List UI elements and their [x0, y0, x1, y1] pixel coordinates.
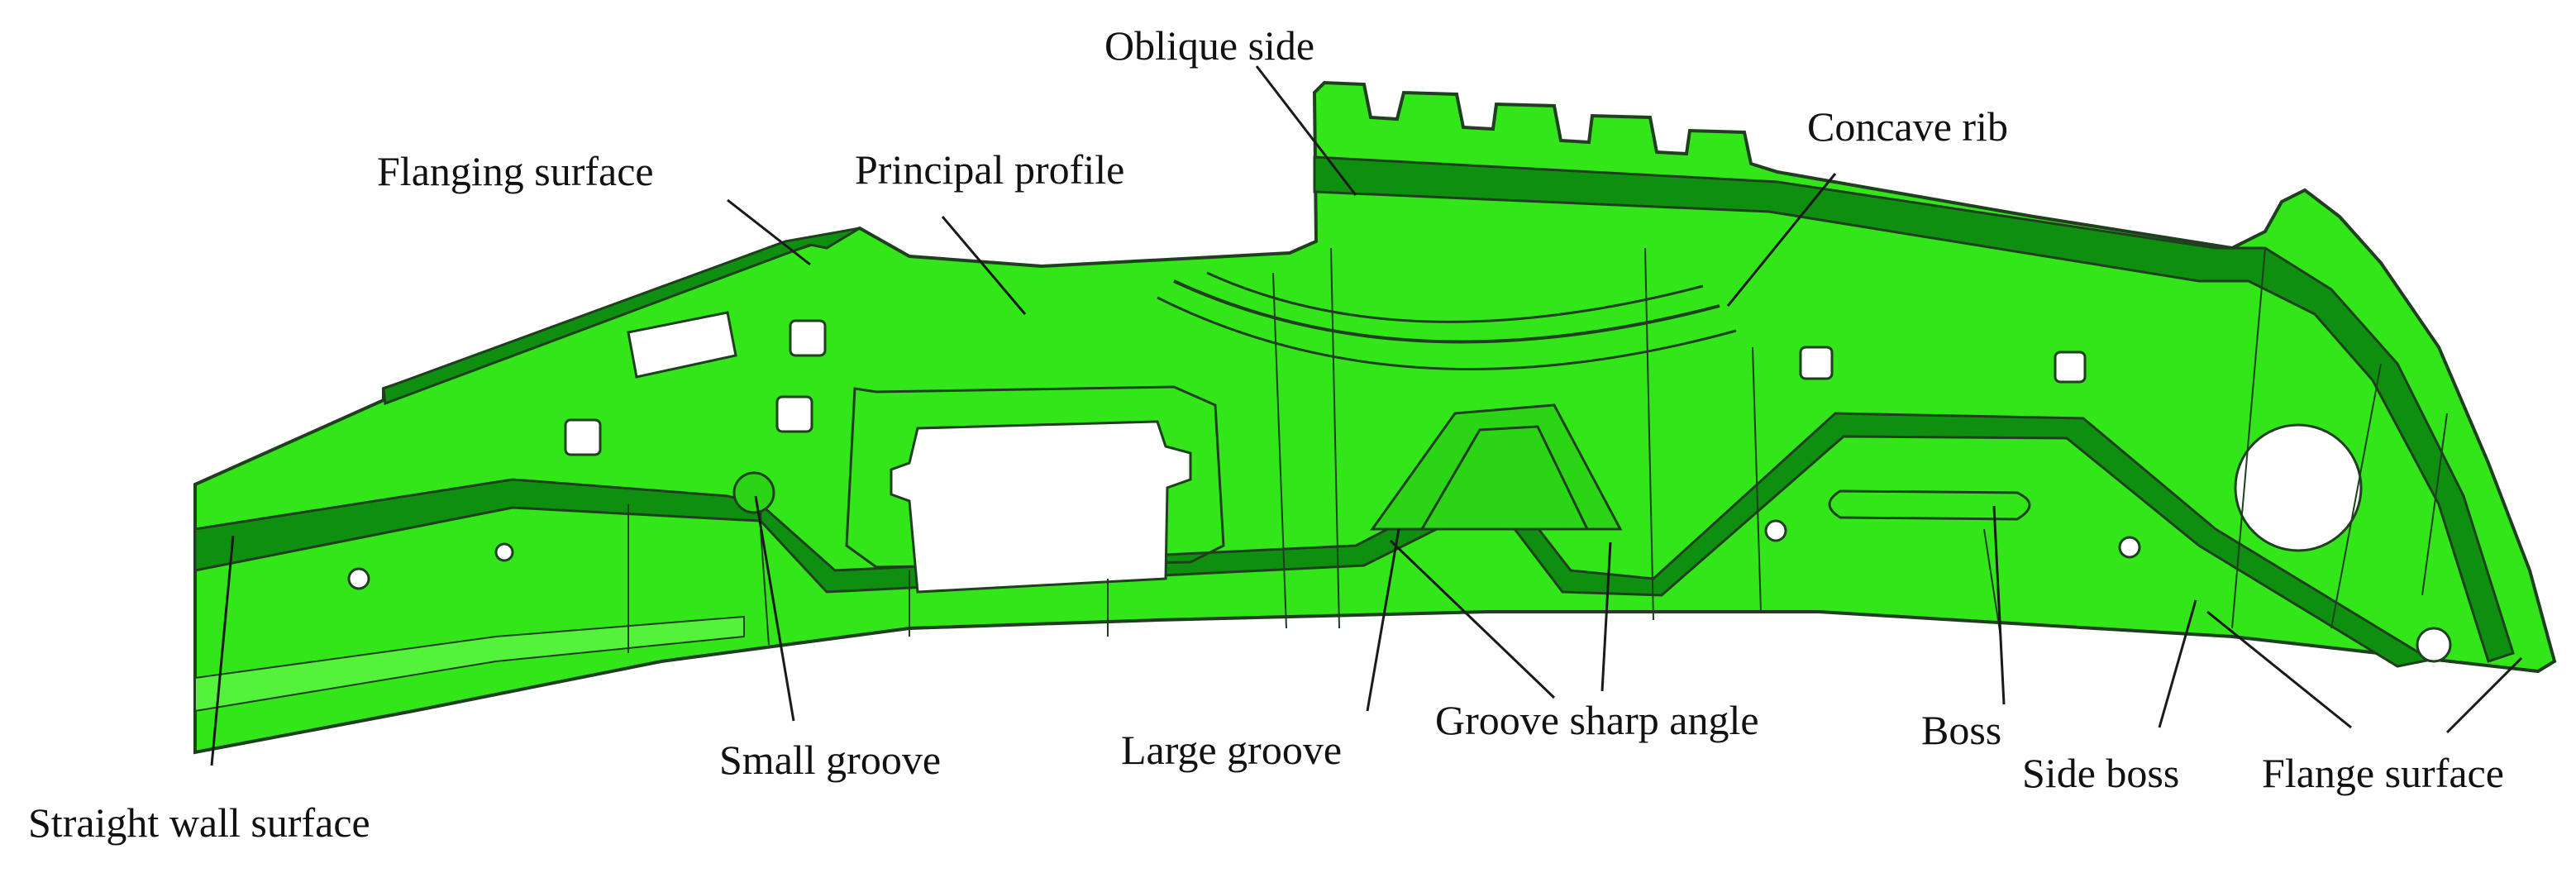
leader-groove-sharp-angle-2: [1600, 541, 1612, 692]
round-hole-2: [494, 542, 514, 562]
square-hole-2: [775, 395, 813, 433]
leader-boss: [1992, 505, 2006, 705]
label-straight-wall-surface: Straight wall surface: [28, 799, 370, 846]
large-round-hole: [2234, 423, 2363, 552]
large-groove-inner: [1420, 425, 1589, 530]
label-boss: Boss: [1921, 707, 2002, 753]
leader-oblique-side: [1255, 65, 1357, 196]
flanging-window: [627, 311, 737, 379]
leader-principal-profile: [941, 216, 1027, 315]
label-principal-profile: Principal profile: [855, 146, 1125, 193]
square-hole-5: [2054, 351, 2087, 384]
square-hole-4: [1799, 346, 1834, 380]
leader-side-boss: [2158, 599, 2197, 728]
leader-lines: [210, 65, 2523, 766]
leader-small-groove: [754, 495, 795, 722]
label-large-groove: Large groove: [1121, 727, 1343, 773]
concave-rib-arc: [1173, 279, 1720, 344]
round-hole-4: [2118, 536, 2141, 559]
boss-shape: [1828, 489, 2031, 521]
round-hole-1: [347, 567, 370, 590]
leader-straight-wall: [210, 535, 235, 766]
label-concave-rib: Concave rib: [1807, 103, 2008, 150]
label-flanging-surface: Flanging surface: [377, 148, 654, 194]
small-groove-shape: [732, 471, 775, 514]
label-flange-surface: Flange surface: [2262, 750, 2504, 796]
round-hole-3: [1764, 519, 1787, 542]
leader-large-groove: [1366, 528, 1400, 712]
leader-groove-sharp-angle-1: [1389, 539, 1556, 699]
leader-flanging-surface: [727, 198, 811, 266]
label-small-groove: Small groove: [719, 737, 942, 783]
flanging-strip: [382, 227, 861, 406]
label-side-boss: Side boss: [2022, 750, 2180, 796]
leader-concave-rib: [1726, 173, 1837, 307]
square-hole-1: [789, 319, 827, 357]
concave-rib-arc-outer: [1157, 296, 1737, 371]
large-groove-shape: [1370, 403, 1623, 531]
window-cutout-border: [845, 385, 1225, 569]
leader-flange-surface-1: [2206, 610, 2352, 729]
section-lines: [194, 247, 2448, 752]
leader-flange-surface-2: [2445, 656, 2523, 734]
label-groove-sharp-angle: Groove sharp angle: [1435, 697, 1759, 743]
label-oblique-side: Oblique side: [1104, 22, 1315, 69]
square-hole-3: [564, 418, 602, 456]
concave-rib-arc-inner: [1206, 271, 1704, 323]
panel-body: [193, 80, 2557, 755]
oblique-strip: [1313, 155, 2515, 663]
window-cutout: [890, 420, 1192, 594]
round-hole-5: [2416, 627, 2452, 663]
